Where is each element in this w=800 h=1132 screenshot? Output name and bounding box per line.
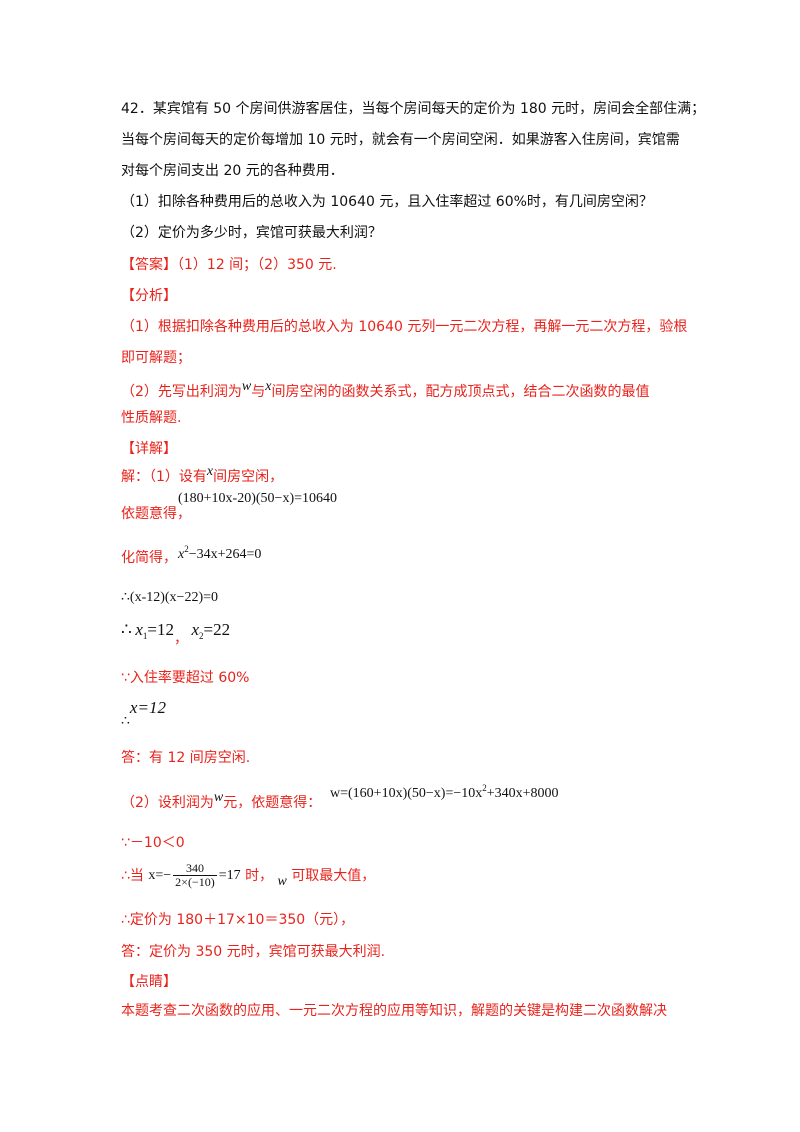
comment-label: 【点睛】 <box>121 974 177 990</box>
detail-step-13: 答：定价为 350 元时，宾馆可获最大利润. <box>121 944 386 960</box>
eq-rest: −34x+264=0 <box>188 547 262 562</box>
var-x: x <box>265 379 272 394</box>
frac-rhs: =17 <box>218 867 241 883</box>
var-x: x <box>206 464 214 479</box>
detail-step-9-pre: （2）设利润为 <box>121 795 214 811</box>
answer-text: （1）12 间；（2）350 元. <box>177 257 337 273</box>
analysis-part-1-line-2: 即可解题； <box>121 350 191 366</box>
detail-step-10: ∵－10＜0 <box>121 835 185 851</box>
question-line-2: 当每个房间每天的定价每增加 10 元时，就会有一个房间空闲．如果游客入住房间，宾… <box>121 132 680 148</box>
var-w: w <box>241 379 252 394</box>
eq-tail: +340x+8000 <box>486 786 559 801</box>
detail-step-2-equation: (180+10x-20)(50−x)=10640 <box>178 491 337 506</box>
fraction-numerator: 340 <box>173 862 217 876</box>
question-part-1: （1）扣除各种费用后的总收入为 10640 元，且入住率超过 60%时，有几间房… <box>121 194 653 210</box>
detail-step-12: ∴定价为 180＋17×10＝350（元）， <box>121 912 355 928</box>
answer-line: 【答案】（1）12 间；（2）350 元. <box>121 256 337 274</box>
analysis-part-1-line-1: （1）根据扣除各种费用后的总收入为 10640 元列一元二次方程，再解一元二次方… <box>121 319 688 335</box>
var-w: w <box>277 873 287 889</box>
analysis-part-2-line-1: （2）先写出利润为w与x间房空闲的函数关系式，配方成顶点式，结合二次函数的最值 <box>121 378 649 401</box>
detail-step-8: 答：有 12 间房空闲. <box>121 750 251 766</box>
detail-step-7-equation: x=12 <box>129 698 166 717</box>
question-part-2: （2）定价为多少时，宾馆可获最大利润？ <box>121 225 382 241</box>
eq-main: w=(160+10x)(50−x)=−10x <box>330 786 483 801</box>
root-1-value: =12 <box>147 620 174 639</box>
question-line-3: 对每个房间支出 20 元的各种费用． <box>121 163 344 179</box>
frac-lhs: x=− <box>148 867 172 883</box>
root-separator: ， <box>173 632 188 647</box>
detail-label: 【详解】 <box>121 441 177 457</box>
detail-step-1-pre: 解：（1）设有 <box>121 469 207 485</box>
detail-step-11-post: 可取最大值， <box>291 867 376 884</box>
fraction-denominator: 2×(−10) <box>175 875 215 889</box>
root-1-var: x <box>135 620 143 639</box>
analysis-part-2-post: 间房空闲的函数关系式，配方成顶点式，结合二次函数的最值 <box>271 384 650 400</box>
root-2-sub: 2 <box>199 631 204 641</box>
therefore-symbol: ∴ <box>121 620 132 639</box>
root-2-value: =22 <box>203 620 231 639</box>
detail-step-11-mid: 时， <box>245 867 274 884</box>
detail-step-2-text: 依题意得， <box>121 506 191 522</box>
analysis-part-2-mid: 与 <box>251 384 266 400</box>
comment-text: 本题考查二次函数的应用、一元二次方程的应用等知识，解题的关键是构建二次函数解决 <box>121 1003 667 1019</box>
detail-step-6: ∵入住率要超过 60% <box>121 670 250 686</box>
detail-step-3-equation: x2−34x+264=0 <box>178 540 261 564</box>
detail-step-3-text: 化简得， <box>121 550 177 566</box>
detail-step-9-post: 元，依题意得： <box>223 795 322 811</box>
detail-step-1-post: 间房空闲， <box>213 469 284 485</box>
analysis-part-2-line-2: 性质解题. <box>121 410 182 426</box>
detail-step-9-equation: w=(160+10x)(50−x)=−10x2+340x+8000 <box>330 779 559 803</box>
detail-step-4-equation: ∴(x-12)(x−22)=0 <box>121 590 219 605</box>
analysis-label: 【分析】 <box>121 288 177 304</box>
eq-exponent: 2 <box>184 544 189 554</box>
detail-step-1: 解：（1）设有x间房空闲， <box>121 463 283 486</box>
detail-step-9: （2）设利润为w元，依题意得： <box>121 789 321 812</box>
answer-label: 【答案】 <box>121 257 177 273</box>
question-line-1: 42．某宾馆有 50 个房间供游客居住，当每个房间每天的定价为 180 元时，房… <box>121 101 706 117</box>
analysis-part-2-pre: （2）先写出利润为 <box>121 384 242 400</box>
var-w: w <box>213 790 224 805</box>
eq-exponent: 2 <box>482 783 487 793</box>
root-2-var: x <box>191 620 200 639</box>
therefore-symbol: ∴ <box>121 714 130 729</box>
detail-step-7: ∴x=12 <box>121 698 166 730</box>
root-1-sub: 1 <box>142 631 148 641</box>
detail-step-5-roots: ∴ x1=12， x2=22 <box>121 621 230 649</box>
eq-var: x <box>178 547 185 562</box>
detail-step-11-pre: ∴当 <box>121 867 144 884</box>
